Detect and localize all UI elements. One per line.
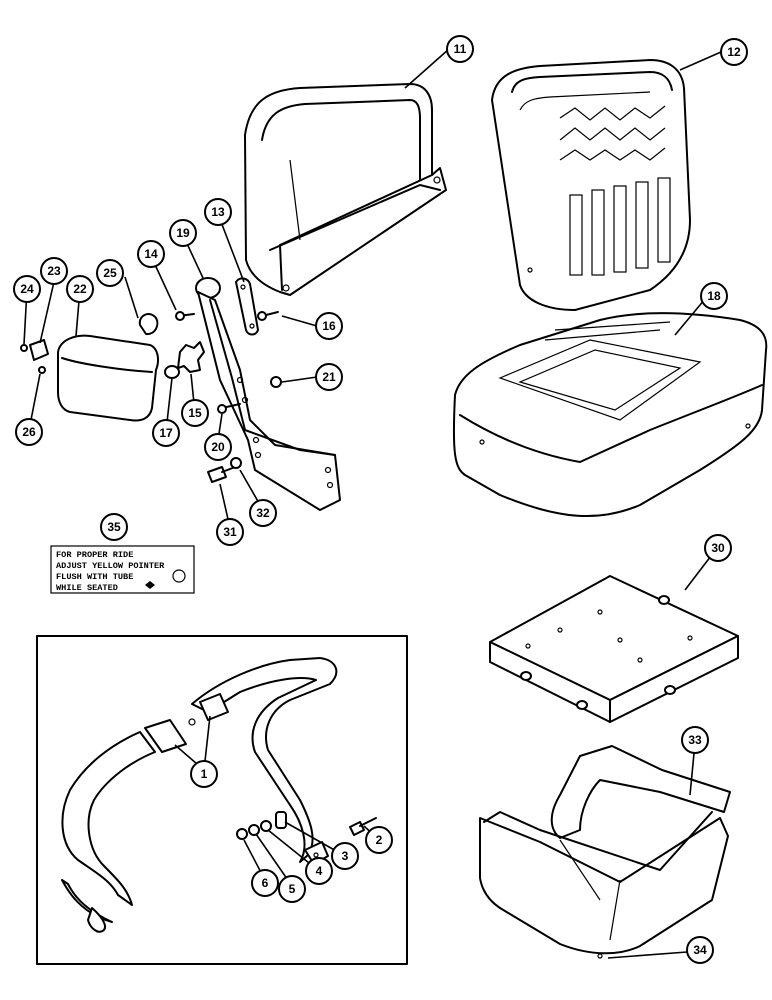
decal-line-3: FLUSH WITH TUBE <box>56 572 133 582</box>
svg-text:21: 21 <box>322 370 336 384</box>
armrest-pad <box>57 334 159 422</box>
svg-text:22: 22 <box>73 282 87 296</box>
seat-belt-inset <box>36 635 408 965</box>
callout-20: 20 <box>204 433 232 461</box>
arrow-icon <box>145 581 155 589</box>
small-hardware <box>20 311 282 483</box>
seat-back-cushion <box>491 59 691 311</box>
svg-text:33: 33 <box>688 733 702 747</box>
callout-31: 31 <box>216 518 244 546</box>
callout-25: 25 <box>96 259 124 287</box>
callout-18: 18 <box>700 282 728 310</box>
svg-text:26: 26 <box>22 425 36 439</box>
svg-text:35: 35 <box>107 520 121 534</box>
link-plate <box>235 277 259 336</box>
callouts: 1 2 3 4 5 6 11 12 13 14 15 16 17 18 19 2… <box>13 35 748 964</box>
svg-text:32: 32 <box>256 506 270 520</box>
suspension-boot <box>479 745 731 959</box>
svg-text:18: 18 <box>707 289 721 303</box>
svg-text:20: 20 <box>211 440 225 454</box>
svg-text:34: 34 <box>693 943 707 957</box>
svg-text:23: 23 <box>47 264 61 278</box>
callout-15: 15 <box>181 399 209 427</box>
svg-text:16: 16 <box>322 319 336 333</box>
armrest-bracket <box>195 277 341 511</box>
callout-33: 33 <box>681 726 709 754</box>
svg-text:31: 31 <box>223 525 237 539</box>
callout-32: 32 <box>249 499 277 527</box>
svg-text:17: 17 <box>159 426 173 440</box>
callout-2: 2 <box>365 826 393 854</box>
svg-text:25: 25 <box>103 266 117 280</box>
svg-text:4: 4 <box>316 864 323 878</box>
callout-30: 30 <box>704 534 732 562</box>
callout-19: 19 <box>169 219 197 247</box>
svg-text:15: 15 <box>188 406 202 420</box>
callout-4: 4 <box>305 857 333 885</box>
callout-21: 21 <box>315 363 343 391</box>
ride-adjust-decal: FOR PROPER RIDE ADJUST YELLOW POINTER FL… <box>50 545 195 594</box>
svg-text:19: 19 <box>176 226 190 240</box>
seat-back-frame <box>244 83 447 296</box>
svg-text:2: 2 <box>376 833 383 847</box>
callout-1: 1 <box>190 760 218 788</box>
callout-16: 16 <box>315 312 343 340</box>
svg-text:5: 5 <box>289 882 296 896</box>
callout-5: 5 <box>278 875 306 903</box>
callout-17: 17 <box>152 419 180 447</box>
callout-26: 26 <box>15 418 43 446</box>
callout-34: 34 <box>686 936 714 964</box>
svg-text:11: 11 <box>454 42 467 56</box>
decal-line-4: WHILE SEATED <box>56 583 118 593</box>
callout-24: 24 <box>13 275 41 303</box>
svg-text:14: 14 <box>144 247 158 261</box>
callout-12: 12 <box>720 38 748 66</box>
svg-text:13: 13 <box>211 205 225 219</box>
callout-22: 22 <box>66 275 94 303</box>
svg-text:24: 24 <box>20 282 34 296</box>
decal-line-2: ADJUST YELLOW POINTER <box>56 561 165 571</box>
svg-text:6: 6 <box>262 876 269 890</box>
decal-line-1: FOR PROPER RIDE <box>56 550 133 560</box>
svg-text:1: 1 <box>201 767 208 781</box>
svg-text:3: 3 <box>342 849 349 863</box>
seat-bottom-cushion <box>452 312 768 518</box>
callout-35: 35 <box>100 513 128 541</box>
pointer-circle-icon <box>172 569 186 583</box>
svg-text:30: 30 <box>711 541 725 555</box>
callout-13: 13 <box>204 198 232 226</box>
callout-23: 23 <box>40 257 68 285</box>
callout-6: 6 <box>251 869 279 897</box>
callout-14: 14 <box>137 240 165 268</box>
callout-11: 11 <box>446 35 474 63</box>
suspension-plate <box>489 575 739 723</box>
callout-3: 3 <box>331 842 359 870</box>
svg-text:12: 12 <box>727 45 741 59</box>
